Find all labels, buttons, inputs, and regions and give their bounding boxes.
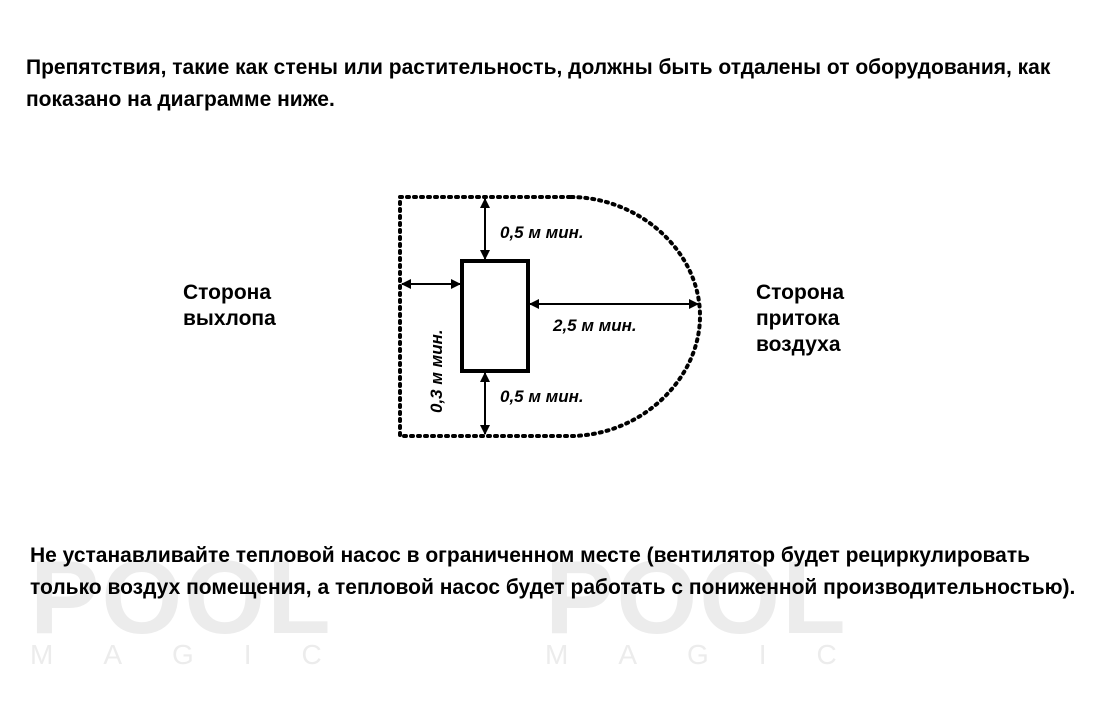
exhaust-label-line: Сторона — [183, 281, 272, 304]
clearance-boundary — [398, 195, 703, 438]
intake-label-line: притока — [756, 307, 840, 330]
intake-label-line: воздуха — [756, 333, 841, 356]
watermark-logo-subtext: MAGIC — [30, 639, 372, 670]
intake-side-label: Сторона притока воздуха — [756, 280, 844, 358]
left-clearance-label: 0,3 м мин. — [427, 329, 446, 413]
bottom-clearance-label: 0,5 м мин. — [500, 387, 584, 406]
watermark-logo-subtext: MAGIC — [545, 639, 887, 670]
watermark-logo-text: POOL — [30, 540, 333, 656]
right-clearance-label: 2,5 м мин. — [552, 316, 637, 335]
warning-paragraph: Не устанавливайте тепловой насос в огран… — [30, 544, 1076, 599]
intake-label-line: Сторона — [756, 281, 845, 304]
watermark-logo-text: POOL — [545, 540, 848, 656]
intro-paragraph: Препятствия, такие как стены или растите… — [26, 56, 1051, 111]
top-clearance-label: 0,5 м мин. — [500, 223, 584, 242]
heat-pump-unit — [460, 259, 530, 373]
exhaust-label-line: выхлопа — [183, 307, 276, 330]
exhaust-side-label: Сторона выхлопа — [183, 280, 276, 332]
